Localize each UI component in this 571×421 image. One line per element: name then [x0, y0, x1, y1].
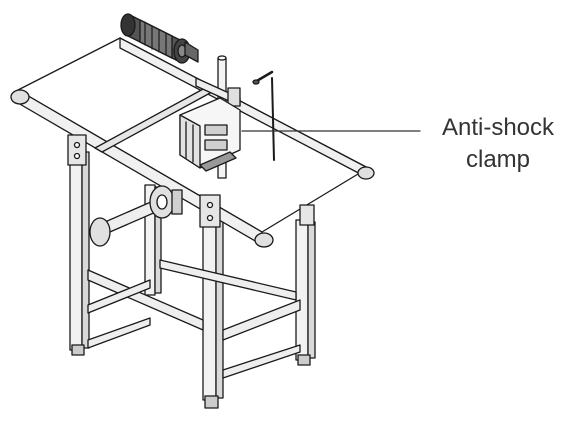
roller-left	[10, 89, 30, 105]
callout-label-line-1: Anti-shock	[441, 114, 555, 141]
lower-rail-left	[87, 279, 151, 314]
lower-rail-back	[159, 259, 297, 301]
leg-front-right	[202, 199, 217, 401]
lower-rail-front	[222, 299, 301, 341]
clamp-rod	[271, 77, 275, 161]
brackets	[67, 134, 315, 228]
callout-label-anti-shock-clamp: Anti-shock clamp	[428, 112, 568, 176]
motor	[120, 13, 199, 64]
roller-right	[254, 232, 274, 248]
shaft-wheel-left	[89, 217, 111, 247]
leg-back-right	[295, 219, 309, 361]
anti-shock-clamp-assembly	[179, 55, 275, 179]
lower-rail-side	[87, 269, 204, 331]
frame-back	[69, 149, 316, 409]
leg-front-left	[69, 149, 83, 351]
callout-label-line-2: clamp	[465, 146, 531, 173]
drive-shaft	[89, 185, 183, 247]
